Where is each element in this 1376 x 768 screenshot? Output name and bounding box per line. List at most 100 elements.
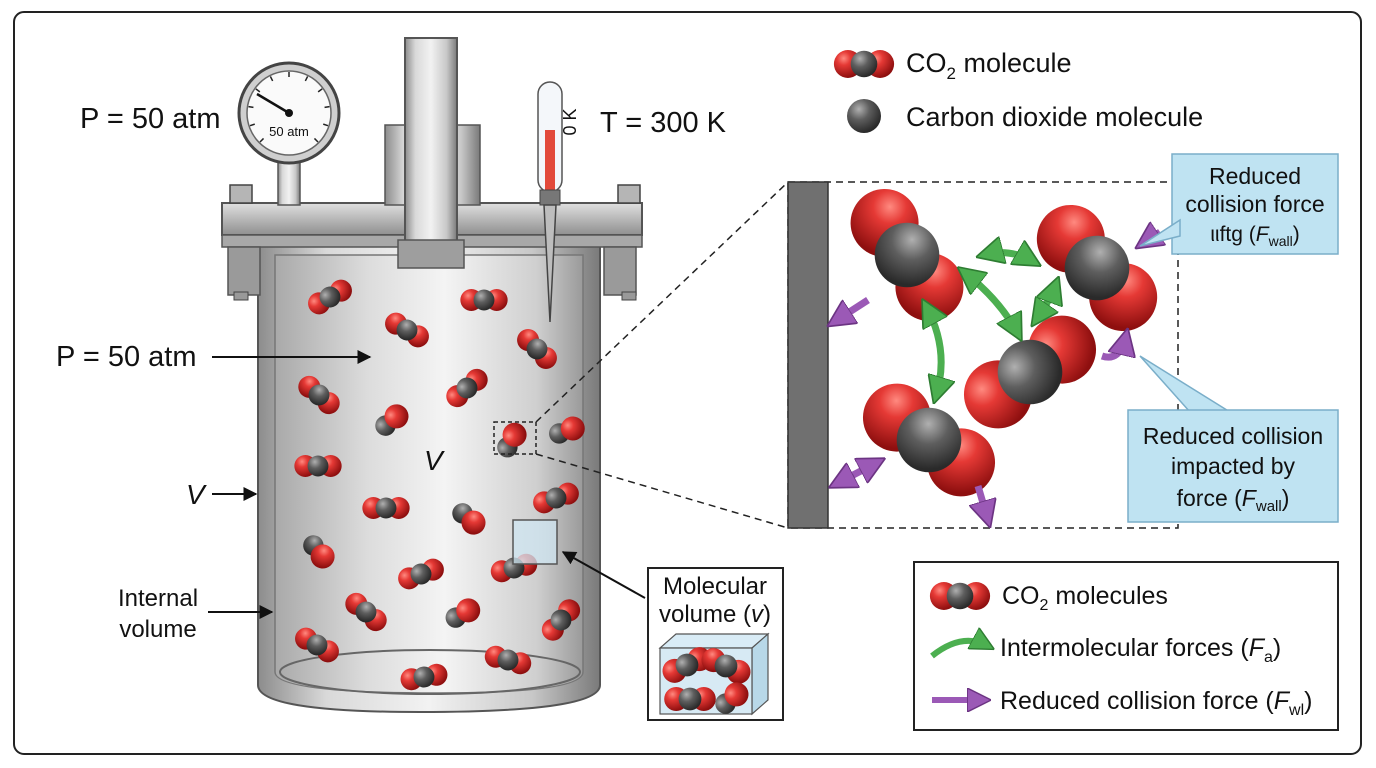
oxygen-atom bbox=[560, 416, 585, 441]
carbon-atom bbox=[675, 653, 699, 677]
co2-molecule bbox=[298, 375, 340, 415]
co2-molecule bbox=[362, 497, 410, 519]
co2-molecule bbox=[701, 648, 751, 684]
callout-bottom-line-2: impacted by bbox=[1171, 453, 1296, 479]
gauge-pressure-label: P = 50 atm bbox=[80, 103, 221, 135]
co2-molecule bbox=[517, 329, 557, 369]
co2-molecule bbox=[294, 455, 342, 477]
bottom-legend-intermolecular-label: Intermolecular forces (Fa) bbox=[1000, 634, 1281, 666]
gauge-label: 50 atm bbox=[269, 124, 309, 139]
pressure-arrow-label: P = 50 atm bbox=[56, 341, 197, 373]
intermolecular-force-arrow bbox=[984, 253, 1034, 262]
molecule bbox=[452, 503, 486, 535]
carbon-atom bbox=[410, 563, 432, 585]
co2-molecule bbox=[484, 645, 532, 675]
co2-molecule bbox=[400, 663, 448, 691]
top-legend-carbon-label: Carbon dioxide molecule bbox=[906, 102, 1203, 132]
top-legend: CO2 molecule Carbon dioxide molecule bbox=[833, 48, 1203, 133]
intermolecular-force-arrow bbox=[1036, 284, 1056, 320]
carbon-atom bbox=[896, 407, 962, 473]
oxygen-atom bbox=[461, 510, 486, 535]
molecule bbox=[549, 416, 585, 444]
molecular-volume-box: Molecular volume (v) bbox=[647, 567, 784, 721]
co2-molecule bbox=[963, 315, 1097, 429]
co2-molecule bbox=[862, 383, 996, 497]
molecular-volume-marker bbox=[512, 519, 558, 565]
callout-top-line-2: collision force bbox=[1185, 191, 1324, 217]
molecular-volume-arrow bbox=[561, 551, 646, 599]
volume-symbol: V bbox=[424, 445, 445, 476]
co2-molecule bbox=[541, 599, 581, 641]
carbon-atom bbox=[997, 339, 1063, 405]
vessel-molecules bbox=[294, 279, 585, 691]
thermometer-scale: 0 K bbox=[560, 108, 580, 135]
carbon-atom bbox=[946, 582, 974, 610]
co2-molecule bbox=[385, 312, 429, 348]
carbon-atom bbox=[497, 649, 519, 671]
pressure-gauge: 50 atm bbox=[237, 61, 341, 165]
vessel-wall-section bbox=[787, 181, 829, 529]
intermolecular-force-arrow bbox=[964, 272, 1018, 334]
carbon-atom bbox=[307, 455, 329, 477]
co2-molecule bbox=[398, 558, 444, 590]
zoom-panel bbox=[787, 181, 1179, 529]
co2-molecule bbox=[664, 687, 716, 711]
co2-molecule bbox=[1036, 204, 1158, 332]
internal-volume-label-1: Internal bbox=[118, 585, 198, 612]
oxygen-atom bbox=[456, 598, 481, 623]
oxygen-atom bbox=[384, 404, 409, 429]
co2-molecule bbox=[295, 627, 339, 663]
carbon-atom bbox=[355, 601, 377, 623]
oxygen-atom bbox=[724, 682, 749, 707]
carbon-atom bbox=[456, 377, 478, 399]
intermolecular-force-arrow bbox=[926, 306, 941, 396]
callout-top-line-3: ιιftg (Fwall) bbox=[1210, 223, 1299, 249]
carbon-atom bbox=[1064, 235, 1130, 301]
temperature-label: T = 300 K bbox=[600, 107, 727, 139]
molecule bbox=[375, 404, 409, 436]
carbon-atom bbox=[850, 50, 878, 78]
bolt-icon bbox=[617, 184, 641, 204]
carbon-atom bbox=[473, 289, 495, 311]
carbon-atom bbox=[714, 654, 738, 678]
carbon-atom bbox=[874, 222, 940, 288]
collision-force-arrow bbox=[834, 297, 870, 322]
callout-reduced-collision-impact: Reduced collision impacted by force (Fwa… bbox=[1127, 355, 1339, 523]
co2-molecule bbox=[446, 368, 488, 408]
carbon-atom bbox=[550, 609, 572, 631]
oxygen-atom bbox=[310, 544, 335, 569]
callout-reduced-collision-force: Reduced collision force ιιftg (Fwall) bbox=[1139, 153, 1339, 255]
bolt-icon bbox=[229, 184, 253, 204]
co2-molecule bbox=[533, 482, 579, 514]
bottom-legend-reduced-label: Reduced collision force (Fwl) bbox=[1000, 687, 1312, 719]
molecule bbox=[497, 422, 527, 458]
molecule bbox=[445, 598, 481, 628]
carbon-atom bbox=[396, 319, 418, 341]
co2-molecule-icon bbox=[833, 50, 895, 78]
carbon-atom-icon bbox=[847, 99, 881, 133]
zoom-source-box bbox=[493, 421, 537, 455]
carbon-atom bbox=[678, 687, 702, 711]
co2-molecule bbox=[850, 188, 964, 322]
collision-force-arrow bbox=[836, 462, 878, 484]
carbon-atom bbox=[545, 487, 567, 509]
molecular-volume-title: Molecular bbox=[663, 573, 767, 600]
thermometer bbox=[537, 81, 563, 323]
co2-molecule bbox=[460, 289, 508, 311]
collision-force-arrow bbox=[978, 485, 988, 520]
carbon-atom bbox=[306, 634, 328, 656]
co2-molecule bbox=[345, 592, 387, 632]
carbon-atom bbox=[413, 666, 435, 688]
carbon-atom bbox=[319, 286, 341, 308]
co2-molecule-icon bbox=[929, 582, 991, 610]
bottom-legend: CO2 molecules Intermolecular forces (Fa)… bbox=[913, 561, 1339, 731]
co2-molecule bbox=[929, 582, 991, 610]
carbon-atom bbox=[308, 384, 330, 406]
co2-molecule bbox=[308, 279, 352, 315]
collision-force-arrow bbox=[1100, 336, 1126, 361]
bottom-legend-co2-label: CO2 molecules bbox=[1002, 582, 1168, 614]
internal-volume-label-2: volume bbox=[119, 616, 196, 643]
callout-bottom-line-1: Reduced collision bbox=[1143, 423, 1323, 449]
pressure-vessel bbox=[221, 37, 643, 714]
